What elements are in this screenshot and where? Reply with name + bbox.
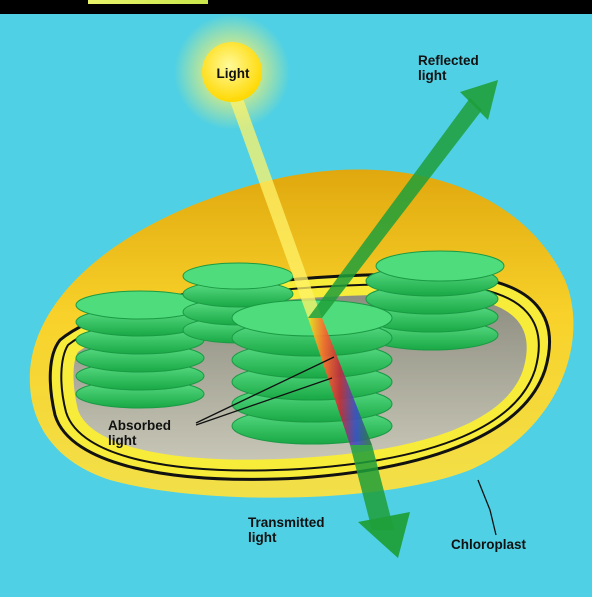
chloroplast-leader-line [478, 480, 496, 535]
chloroplast-label: Chloroplast [451, 537, 526, 552]
transmitted-light-label: Transmitted light [248, 515, 325, 545]
reflected-light-label: Reflected light [418, 53, 479, 83]
absorbed-light-label: Absorbed light [108, 418, 171, 448]
light-label: Light [203, 66, 263, 81]
